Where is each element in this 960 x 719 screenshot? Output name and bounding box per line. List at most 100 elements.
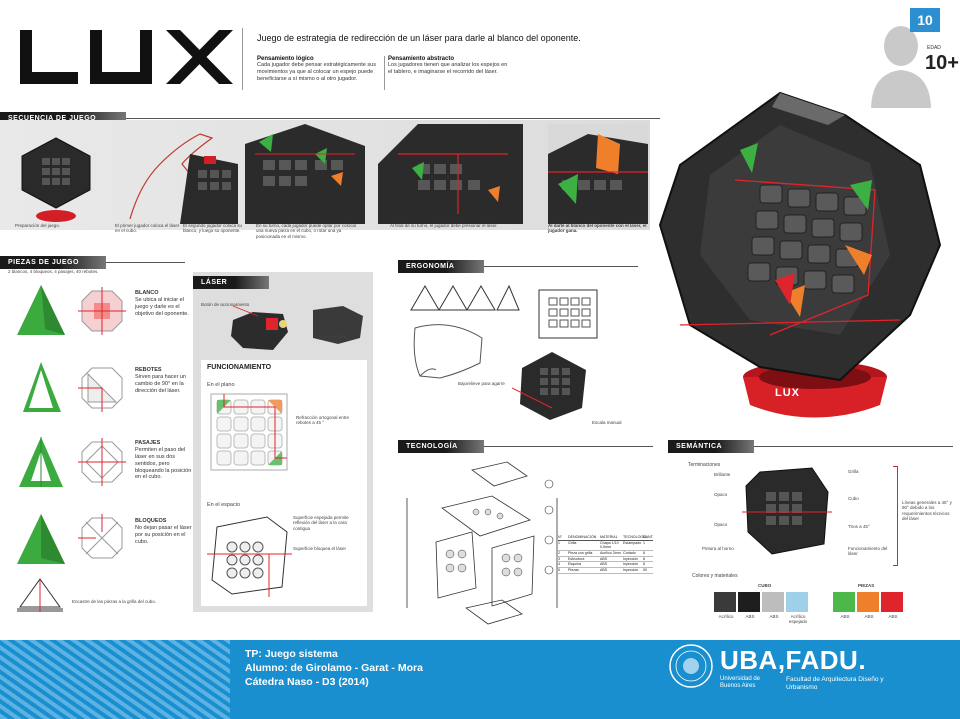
pieces-label: PIEZAS	[858, 583, 875, 588]
sequence-band	[0, 120, 650, 230]
table-cell: ABS	[600, 568, 608, 573]
block-top-icon	[78, 514, 123, 559]
abstract-title: Pensamiento abstracto	[388, 56, 455, 62]
block-piece-image	[17, 514, 65, 564]
cube-on-stand-image	[21, 137, 91, 222]
divider	[668, 446, 953, 447]
table-cell: Chapa 1/10 0,5mm	[600, 540, 619, 550]
person-silhouette-icon	[871, 26, 931, 108]
semantics-note: Líneas generales a 45° y 90° debido a lo…	[902, 500, 952, 522]
divider	[398, 266, 638, 267]
hand-grip-sketch	[413, 324, 483, 379]
sequence-caption-6: Al darle al blanco del oponente con el l…	[548, 223, 647, 234]
section-laser: LÁSER	[193, 276, 269, 289]
abstract-text: Los jugadores tienen que analizar los es…	[388, 62, 508, 75]
table-cell: Acrílico 3mm	[600, 551, 621, 556]
swatch-label: ABS	[840, 614, 850, 619]
sequence-caption-2: El primer jugador coloca el láser en el …	[115, 223, 180, 234]
table-cell: 8	[643, 556, 645, 561]
table-cell: 1	[643, 540, 645, 545]
target-piece-image	[17, 285, 65, 335]
pieces-intro: 2 blancos, 4 bloqueos, 4 pasajes, 40 reb…	[8, 269, 99, 274]
refraction-label: Refracción ortogonal entre rebotes a 45 …	[296, 415, 350, 426]
lux-cube-hero-image	[658, 91, 942, 418]
university-seal-icon	[669, 644, 713, 688]
hand-placing-laser-image	[129, 133, 238, 224]
sequence-caption-5: Al final de su turno, el jugador debe pr…	[390, 223, 498, 228]
laser-device-image	[231, 305, 363, 350]
lux-logo	[20, 30, 233, 84]
table-cell: Grilla	[568, 540, 577, 545]
color-swatch	[857, 592, 879, 612]
section-technology: TECNOLOGÍA	[398, 440, 484, 453]
exploded-cube-diagram	[406, 461, 558, 625]
pieces-footer: Encastre de las piezas a la grilla del c…	[72, 599, 157, 604]
color-swatch	[738, 592, 760, 612]
bracket	[893, 466, 898, 566]
semantics-cube-diagram	[742, 467, 832, 555]
piece-desc: Sirven para hacer un cambio de 90° en la…	[135, 373, 187, 394]
tech-header-cell: CANT.	[643, 535, 654, 539]
footer-chair: Cátedra Naso - D3 (2014)	[245, 676, 369, 688]
section-semantics: SEMÁNTICA	[668, 440, 754, 453]
footer-students: Alumno: de Girolamo - Garat - Mora	[245, 662, 423, 674]
sem-right-label: Funcionamiento del láser	[848, 546, 888, 557]
piece-desc: No dejan pasar el láser por su posición …	[135, 524, 192, 545]
table-cell: Piezas	[568, 568, 579, 573]
blocks-label: Superficie bloquea el láser	[293, 546, 347, 551]
swatch-label: ABS	[769, 614, 779, 619]
cube-label: CUBO	[758, 583, 772, 588]
colors-title: Colores y materiales	[692, 573, 738, 579]
table-cell: Estampado	[623, 540, 642, 545]
piece-name: BLOQUEOS	[135, 518, 167, 524]
table-cell: 4	[558, 562, 560, 567]
laser-access-label: Acceso a pilas	[318, 334, 348, 339]
tech-header-cell: N°	[558, 535, 563, 539]
piece-name: REBOTES	[135, 367, 162, 373]
bounce-piece-image	[23, 362, 61, 412]
logic-title: Pensamiento lógico	[257, 56, 314, 62]
age-label: EDAD	[927, 45, 941, 51]
cube-top-view-diagram	[538, 289, 598, 339]
age-value: 10+	[925, 52, 959, 74]
page-number: 10	[910, 8, 940, 32]
piece-desc: Permiten el paso del láser en sus dos se…	[135, 446, 192, 481]
pass-piece-image	[19, 437, 63, 487]
laser-pressed-image	[378, 124, 523, 224]
color-swatch	[881, 592, 903, 612]
grip-label: Bajorelieve para agarre	[458, 381, 505, 386]
sem-right-label: Tiros a 45°	[848, 524, 870, 529]
footer-faculty: Facultad de Arquitectura Diseño y Urbani…	[786, 676, 884, 691]
fit-diagram-icon	[17, 578, 63, 612]
color-swatch	[714, 592, 736, 612]
footer-stripes	[0, 640, 230, 719]
table-cell: 6	[643, 551, 645, 556]
table-cell: 1	[558, 540, 560, 545]
space-label: En el espacio	[207, 502, 241, 508]
function-card: FUNCIONAMIENTO En el plano Refracción or…	[201, 360, 367, 606]
color-swatch	[833, 592, 855, 612]
function-title: FUNCIONAMIENTO	[207, 364, 272, 371]
target-top-icon	[78, 287, 126, 335]
table-cell: Estructura	[568, 556, 585, 561]
laser-panel: LÁSER Botón de accionamiento Acceso a pi…	[193, 272, 373, 612]
table-cell: Cortado	[623, 551, 636, 556]
divider	[384, 56, 385, 90]
plane-label: En el plano	[207, 382, 235, 388]
scale-label: Escala manual	[592, 420, 622, 425]
sequence-caption-4: En su turno, cada jugador puede optar po…	[256, 223, 357, 239]
section-pieces: PIEZAS DE JUEGO	[0, 256, 106, 269]
laser-button-label: Botón de accionamiento	[201, 302, 250, 307]
table-cell: Inyección	[623, 568, 639, 573]
divider	[398, 446, 653, 447]
tech-header-cell: DENOMINACIÓN	[568, 535, 597, 539]
